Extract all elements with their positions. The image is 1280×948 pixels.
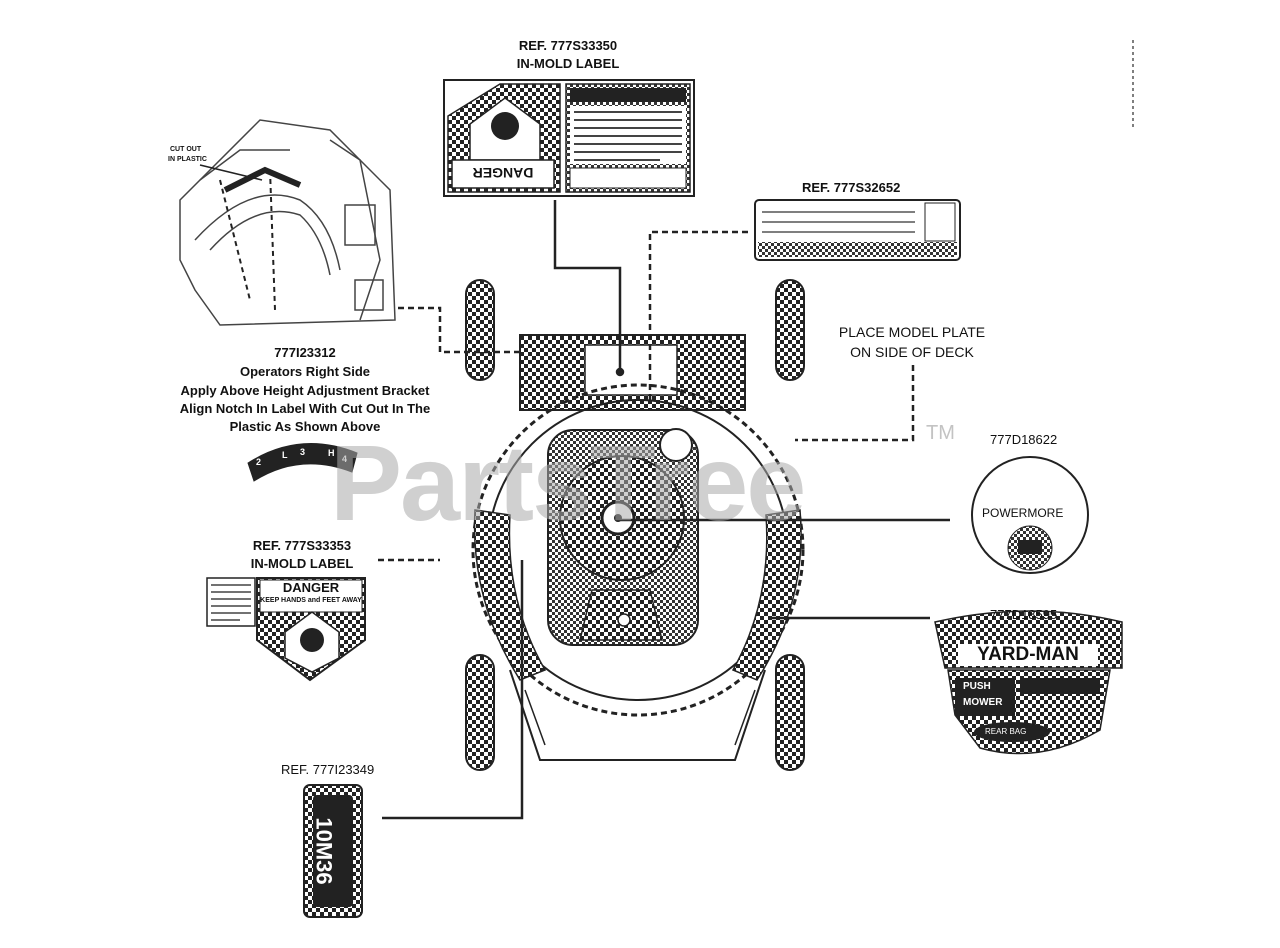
deck-left-side bbox=[473, 509, 547, 681]
mower-top-view bbox=[465, 279, 805, 771]
height-mark-h: H bbox=[328, 448, 335, 458]
part-777d18622-label: 777D18622 bbox=[990, 432, 1058, 447]
deck-right-side bbox=[731, 509, 802, 681]
decal-777d18622 bbox=[971, 456, 1089, 574]
wheel-rear-right bbox=[775, 654, 805, 771]
part-777i23312-label: 777I23312 bbox=[274, 345, 336, 360]
apply-above-text: Apply Above Height Adjustment Bracket bbox=[180, 383, 430, 398]
yardman-text: YARD-MAN bbox=[977, 644, 1079, 665]
height-scale-decal bbox=[247, 443, 358, 482]
leader-lines bbox=[378, 200, 950, 820]
ref-777s32652-label: REF. 777S32652 bbox=[802, 180, 901, 195]
inmold-label-2: IN-MOLD LABEL bbox=[250, 556, 354, 571]
ref-777s33350-label: REF. 777S33350 bbox=[518, 38, 618, 53]
height-mark-4: 4 bbox=[342, 454, 348, 464]
partstree-watermark: PartsTree bbox=[330, 422, 806, 543]
decal-777s33350 bbox=[443, 79, 695, 197]
place-model-plate-line2: ON SIDE OF DECK bbox=[850, 344, 974, 360]
rear-bag-text: REAR BAG bbox=[985, 727, 1027, 736]
height-mark-1: 2 bbox=[256, 457, 262, 467]
ref-777i23349-label: REF. 777I23349 bbox=[281, 762, 375, 777]
height-mark-3: 3 bbox=[300, 447, 306, 457]
height-adjust-bracket-illustration bbox=[179, 119, 396, 326]
decal-777i23349 bbox=[303, 784, 363, 918]
decal-777s33353 bbox=[206, 577, 366, 682]
wheel-front-left bbox=[465, 279, 495, 381]
decal-777s32652 bbox=[754, 199, 961, 261]
inmold-label-1: IN-MOLD LABEL bbox=[516, 56, 620, 71]
align-notch-text: Align Notch In Label With Cut Out In The bbox=[179, 401, 431, 416]
rear-skirt bbox=[509, 669, 766, 761]
model-10m36-text: 10M36 bbox=[311, 817, 337, 885]
place-model-plate-line1: PLACE MODEL PLATE bbox=[838, 324, 986, 340]
keep-hands-text: KEEP HANDS and FEET AWAY bbox=[260, 597, 362, 604]
plastic-shown-text: Plastic As Shown Above bbox=[229, 419, 381, 434]
cut-out-line2: IN PLASTIC bbox=[168, 156, 207, 163]
ref-777s33353-label: REF. 777S33353 bbox=[252, 538, 352, 553]
danger-text: DANGER bbox=[282, 580, 340, 595]
push-text: PUSH bbox=[963, 681, 991, 692]
cut-out-line1: CUT OUT bbox=[170, 146, 202, 153]
operators-side-text: Operators Right Side bbox=[239, 364, 371, 379]
decal-777d18595 bbox=[934, 610, 1123, 755]
deck-outer bbox=[471, 383, 805, 717]
part-777d18595-label: 777D18595 bbox=[990, 607, 1058, 622]
height-mark-l: L bbox=[282, 450, 288, 460]
danger-text-mirrored: DANGER bbox=[472, 165, 534, 181]
fuel-cap bbox=[659, 428, 693, 462]
watermark-tm: TM bbox=[926, 422, 955, 444]
mower-text: MOWER bbox=[963, 697, 1003, 708]
powermore-text: POWERMORE bbox=[982, 506, 1064, 520]
wheel-front-right bbox=[775, 279, 805, 381]
wheel-rear-left bbox=[465, 654, 495, 771]
